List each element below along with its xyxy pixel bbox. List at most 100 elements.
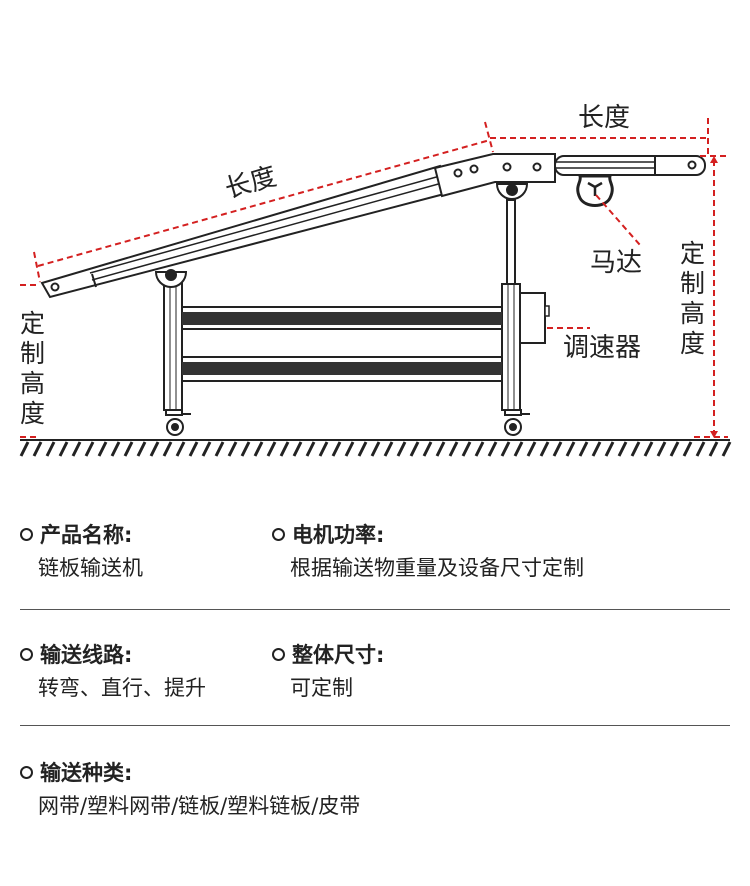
spec-title: 电机功率: xyxy=(292,523,385,547)
spec-title: 输送种类: xyxy=(40,761,133,785)
hatch-mark xyxy=(565,441,576,457)
hatch-mark xyxy=(708,441,719,457)
bullet-icon xyxy=(20,527,33,541)
hatch-mark xyxy=(331,441,342,457)
hatch-mark xyxy=(500,441,511,457)
hatch-mark xyxy=(617,441,628,457)
left-height-label: 定 xyxy=(20,309,45,338)
spec-value: 网带/塑料网带/链板/塑料链板/皮带 xyxy=(38,794,361,818)
right-height-label: 度 xyxy=(680,329,705,358)
hatch-mark xyxy=(357,441,368,457)
hatch-mark xyxy=(266,441,277,457)
left-leg xyxy=(163,281,183,411)
spec-title: 产品名称: xyxy=(40,523,133,547)
hatch-mark xyxy=(396,441,407,457)
spec-size: 整体尺寸: 可定制 xyxy=(272,640,384,702)
top-conveyor xyxy=(554,155,706,176)
hatch-mark xyxy=(162,441,173,457)
left-height-label: 度 xyxy=(20,399,45,428)
motor-icon xyxy=(576,174,614,207)
spec-value: 根据输送物重量及设备尺寸定制 xyxy=(290,556,584,580)
hatch-mark xyxy=(513,441,524,457)
spec-product-name: 产品名称: 链板输送机 xyxy=(20,520,143,582)
hatch-mark xyxy=(227,441,238,457)
divider xyxy=(20,725,730,726)
hatch-mark xyxy=(526,441,537,457)
spec-value: 可定制 xyxy=(290,676,353,700)
hatch-mark xyxy=(175,441,186,457)
right-height-label: 高 xyxy=(680,299,705,328)
spec-motor-power: 电机功率: 根据输送物重量及设备尺寸定制 xyxy=(272,520,584,582)
incline-length-label: 长度 xyxy=(222,162,280,205)
top-length-label: 长度 xyxy=(578,103,630,133)
hatch-mark xyxy=(32,441,43,457)
hatch-mark xyxy=(474,441,485,457)
left-height-label: 制 xyxy=(20,339,45,368)
speed-controller-box xyxy=(519,292,546,344)
hatch-mark xyxy=(149,441,160,457)
spec-value: 链板输送机 xyxy=(38,556,143,580)
hatch-mark xyxy=(370,441,381,457)
right-height-label: 制 xyxy=(680,269,705,298)
hatch-mark xyxy=(591,441,602,457)
conveyor-diagram: 长度 长度 马达 调速器 定 制 高 度 定 制 高 度 xyxy=(19,103,732,457)
hatch-mark xyxy=(630,441,641,457)
hatch-mark xyxy=(71,441,82,457)
hatch-mark xyxy=(279,441,290,457)
ground-hatch xyxy=(19,441,732,457)
hatch-mark xyxy=(110,441,121,457)
right-leg-upper xyxy=(506,199,516,285)
hatch-mark xyxy=(409,441,420,457)
hatch-mark xyxy=(383,441,394,457)
hatch-mark xyxy=(123,441,134,457)
hatch-mark xyxy=(97,441,108,457)
hatch-mark xyxy=(448,441,459,457)
hatch-mark xyxy=(240,441,251,457)
spec-types: 输送种类: 网带/塑料网带/链板/塑料链板/皮带 xyxy=(20,758,360,820)
hatch-mark xyxy=(253,441,264,457)
hatch-mark xyxy=(435,441,446,457)
hatch-mark xyxy=(487,441,498,457)
speed-controller-label: 调速器 xyxy=(563,333,641,363)
bullet-icon xyxy=(272,527,285,541)
bullet-icon xyxy=(20,647,33,661)
hatch-mark xyxy=(318,441,329,457)
left-caster-icon xyxy=(165,409,191,436)
spec-title: 输送线路: xyxy=(40,643,133,667)
hatch-mark xyxy=(136,441,147,457)
joint-plate xyxy=(433,153,556,198)
motor-label: 马达 xyxy=(590,248,642,278)
hatch-mark xyxy=(604,441,615,457)
hatch-mark xyxy=(305,441,316,457)
hatch-mark xyxy=(695,441,706,457)
hatch-mark xyxy=(461,441,472,457)
hatch-mark xyxy=(188,441,199,457)
hatch-mark xyxy=(344,441,355,457)
right-leg xyxy=(501,283,521,411)
right-height-label: 定 xyxy=(680,239,705,268)
hatch-mark xyxy=(539,441,550,457)
hatch-mark xyxy=(214,441,225,457)
hatch-mark xyxy=(682,441,693,457)
hatch-mark xyxy=(552,441,563,457)
dimension-lines xyxy=(20,118,728,438)
hatch-mark xyxy=(201,441,212,457)
hatch-mark xyxy=(578,441,589,457)
bullet-icon xyxy=(20,765,33,779)
hatch-mark xyxy=(84,441,95,457)
divider xyxy=(20,609,730,610)
hatch-mark xyxy=(45,441,56,457)
hatch-mark xyxy=(422,441,433,457)
left-height-label: 高 xyxy=(20,369,45,398)
hatch-mark xyxy=(643,441,654,457)
hatch-mark xyxy=(58,441,69,457)
spec-title: 整体尺寸: xyxy=(292,643,385,667)
right-caster-icon xyxy=(504,409,530,436)
spec-route: 输送线路: 转弯、直行、提升 xyxy=(20,640,206,702)
hatch-mark xyxy=(669,441,680,457)
hatch-mark xyxy=(292,441,303,457)
hatch-mark xyxy=(656,441,667,457)
hatch-mark xyxy=(19,441,30,457)
spec-value: 转弯、直行、提升 xyxy=(38,676,206,700)
hatch-mark xyxy=(721,441,732,457)
